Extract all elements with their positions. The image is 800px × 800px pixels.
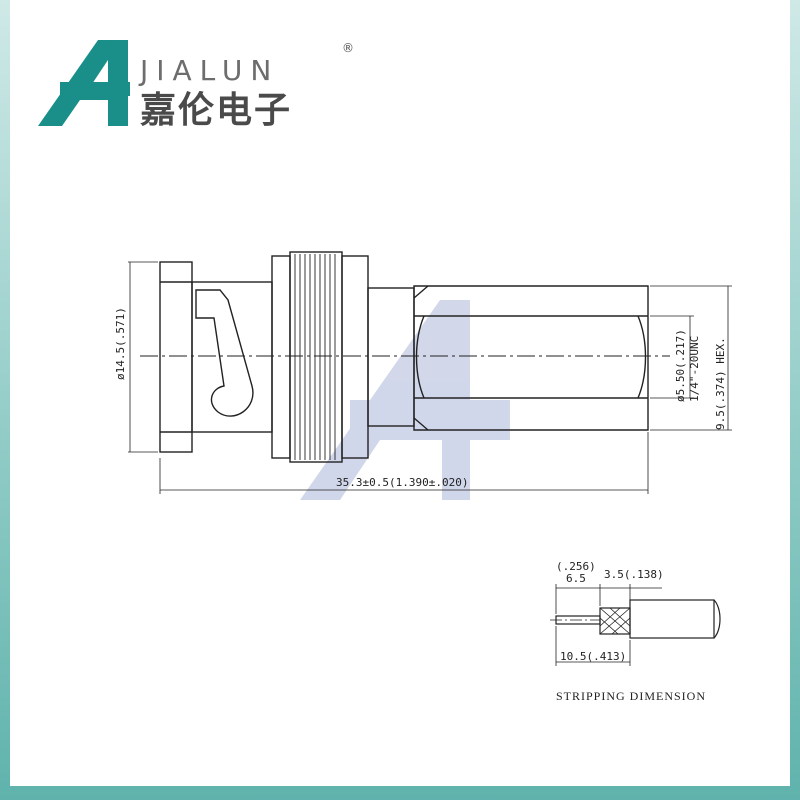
length-dimension: 35.3±0.5(1.390±.020) bbox=[336, 476, 468, 489]
stripping-caption: STRIPPING DIMENSION bbox=[556, 689, 706, 703]
pin-diameter-dimension: ø5.50(.217) bbox=[674, 329, 687, 402]
drawing-sheet bbox=[10, 0, 790, 786]
connector-drawing bbox=[128, 251, 732, 494]
brand-name-latin: JIALUN bbox=[138, 54, 279, 87]
strip-dim1-inch: (.256) bbox=[556, 560, 596, 573]
diameter-dimension: ø14.5(.571) bbox=[114, 307, 127, 380]
strip-dim1-mm: 6.5 bbox=[566, 572, 586, 585]
registered-mark: ® bbox=[342, 41, 354, 55]
stripping-drawing bbox=[550, 584, 721, 666]
thread-spec: 1/4"-20UNC bbox=[688, 336, 701, 402]
hex-dimension: 9.5(.374) HEX. bbox=[714, 337, 727, 430]
strip-dim2: 3.5(.138) bbox=[604, 568, 664, 581]
brand-logo: JIALUN ® 嘉伦电子 bbox=[38, 40, 354, 130]
strip-dim3: 10.5(.413) bbox=[560, 650, 626, 663]
watermark-logo bbox=[300, 300, 510, 500]
brand-name-cn: 嘉伦电子 bbox=[140, 89, 292, 130]
